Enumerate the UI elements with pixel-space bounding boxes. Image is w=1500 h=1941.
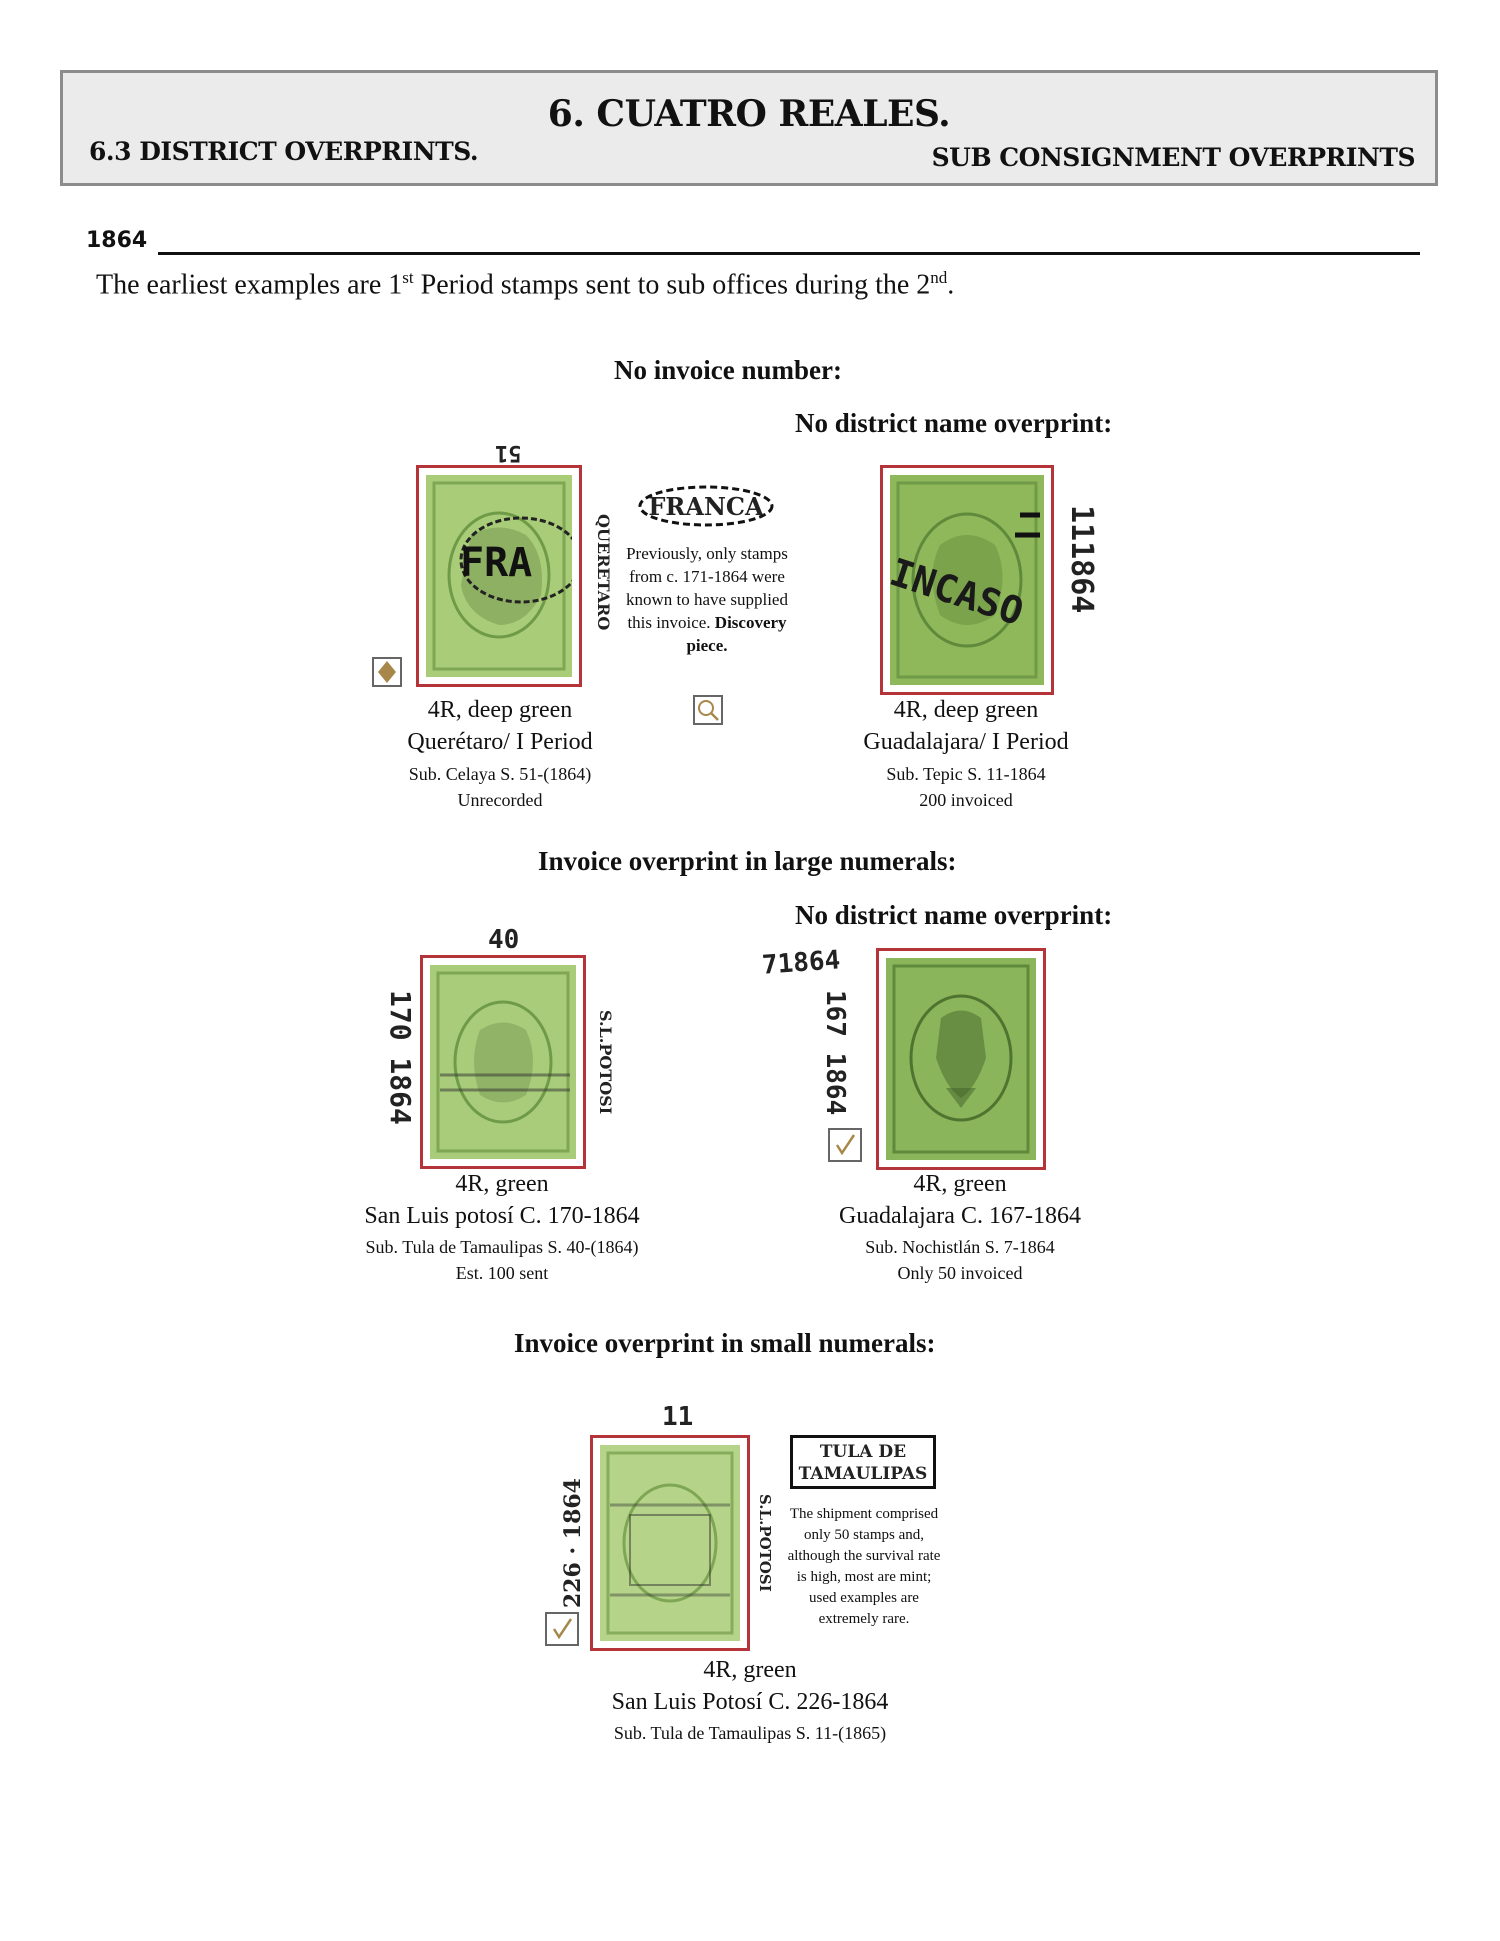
stamp-c-side-text: S.L.POTOSI	[596, 1010, 615, 1115]
stamp-d-top-number: 71864	[761, 945, 842, 981]
header-section: 6.3 DISTRICT OVERPRINTS.	[89, 137, 479, 166]
checkmark-icon	[828, 1128, 862, 1162]
stamp-a-frame[interactable]	[416, 465, 583, 687]
tula-text-2: TAMAULIPAS	[798, 1464, 928, 1484]
stamp-d-image	[886, 958, 1036, 1160]
year-label: 1864	[86, 228, 148, 253]
stamp-c-caption-2: San Luis potosí C. 170-1864	[364, 1203, 640, 1229]
section-subheading: No district name overprint:	[795, 900, 1113, 930]
magnifier-icon[interactable]	[693, 695, 723, 725]
stamp-a-cancel: FRA	[460, 540, 533, 586]
stamp-a-caption-2: Querétaro/ I Period	[407, 729, 593, 755]
note-discovery: Previously, only stamps from c. 171-1864…	[622, 542, 792, 657]
stamp-a-image	[426, 475, 583, 677]
stamp-e-image	[600, 1445, 740, 1641]
stamp-e-side-text: S.L.POTOSI	[756, 1494, 774, 1592]
intro-part: Period stamps sent to sub offices during…	[413, 269, 931, 301]
stamp-a-caption-3: Sub. Celaya S. 51-(1864)	[408, 764, 592, 784]
stamp-e-caption-2: San Luis Potosí C. 226-1864	[611, 1689, 889, 1715]
section-heading-small-numerals: Invoice overprint in small numerals:	[514, 1328, 936, 1358]
page-header: 6. CUATRO REALES. 6.3 DISTRICT OVERPRINT…	[60, 70, 1438, 186]
stamp-e-top-number: 11	[662, 1402, 694, 1432]
tula-handstamp: TULA DE TAMAULIPAS	[790, 1435, 936, 1489]
stamp-a-caption-1: 4R, deep green	[427, 697, 573, 723]
year-divider	[158, 252, 1420, 255]
section-heading-large-numerals: Invoice overprint in large numerals:	[538, 846, 957, 876]
diamond-icon	[372, 657, 402, 687]
intro-text: The earliest examples are 1st Period sta…	[96, 268, 954, 301]
stamp-b-side-number: 111864	[1064, 505, 1099, 614]
checkmark-icon	[545, 1612, 579, 1646]
stamp-e-caption-1: 4R, green	[703, 1657, 797, 1683]
stamp-b-caption-2: Guadalajara/ I Period	[863, 729, 1069, 755]
stamp-a-caption-4: Unrecorded	[457, 790, 543, 810]
intro-sup: st	[402, 268, 414, 287]
stamp-e-left-number: 226 · 1864	[560, 1478, 586, 1609]
stamp-a-top-number: 51	[495, 440, 522, 465]
section-subheading: No district name overprint:	[795, 408, 1113, 438]
tula-text-1: TULA DE	[819, 1442, 907, 1462]
stamp-d-caption-1: 4R, green	[913, 1171, 1007, 1197]
stamp-d-caption-4: Only 50 invoiced	[897, 1263, 1023, 1283]
stamp-b-image	[890, 475, 1044, 685]
stamp-c-frame[interactable]	[420, 955, 586, 1169]
note-text: Previously, only stamps from c. 171-1864…	[626, 544, 788, 632]
stamp-e-caption-3: Sub. Tula de Tamaulipas S. 11-(1865)	[613, 1723, 887, 1743]
note-bold: Discovery piece.	[686, 613, 787, 655]
stamp-b-art	[890, 475, 1044, 685]
header-subsection: SUB CONSIGNMENT OVERPRINTS	[931, 143, 1416, 172]
stamp-c-caption-1: 4R, green	[455, 1171, 549, 1197]
section-heading-no-invoice: No invoice number:	[614, 355, 842, 385]
stamp-e-art	[600, 1445, 740, 1641]
stamp-d-caption-3: Sub. Nochistlán S. 7-1864	[865, 1237, 1055, 1257]
stamp-d-caption-2: Guadalajara C. 167-1864	[839, 1203, 1081, 1229]
intro-part: The earliest examples are 1	[96, 269, 403, 301]
stamp-d-art	[886, 958, 1036, 1160]
stamp-b-frame[interactable]	[880, 465, 1054, 695]
stamp-e-frame[interactable]	[590, 1435, 750, 1651]
stamp-b-caption-4: 200 invoiced	[919, 790, 1013, 810]
stamp-c-caption-3: Sub. Tula de Tamaulipas S. 40-(1864)	[365, 1237, 639, 1257]
stamp-d-left-number: 167 1864	[820, 990, 850, 1116]
stamp-c-caption-4: Est. 100 sent	[455, 1263, 549, 1283]
stamp-d-frame[interactable]	[876, 948, 1046, 1170]
intro-sup: nd	[930, 268, 948, 287]
page-title: 6. CUATRO REALES.	[547, 93, 951, 135]
intro-part: .	[947, 269, 955, 301]
stamp-c-image	[430, 965, 576, 1159]
franca-handstamp: FRANCA	[636, 484, 776, 528]
franca-text: FRANCA	[648, 492, 764, 521]
stamp-c-top-number: 40	[488, 925, 520, 955]
stamp-c-art	[430, 965, 576, 1159]
stamp-a-art	[426, 475, 583, 677]
stamp-a-side-text: QUERETARO	[594, 514, 613, 631]
stamp-b-caption-3: Sub. Tepic S. 11-1864	[886, 764, 1046, 784]
stamp-c-left-number: 170 1864	[384, 990, 417, 1125]
note-shipment: The shipment comprised only 50 stamps an…	[787, 1506, 941, 1627]
stamp-b-caption-1: 4R, deep green	[893, 697, 1039, 723]
